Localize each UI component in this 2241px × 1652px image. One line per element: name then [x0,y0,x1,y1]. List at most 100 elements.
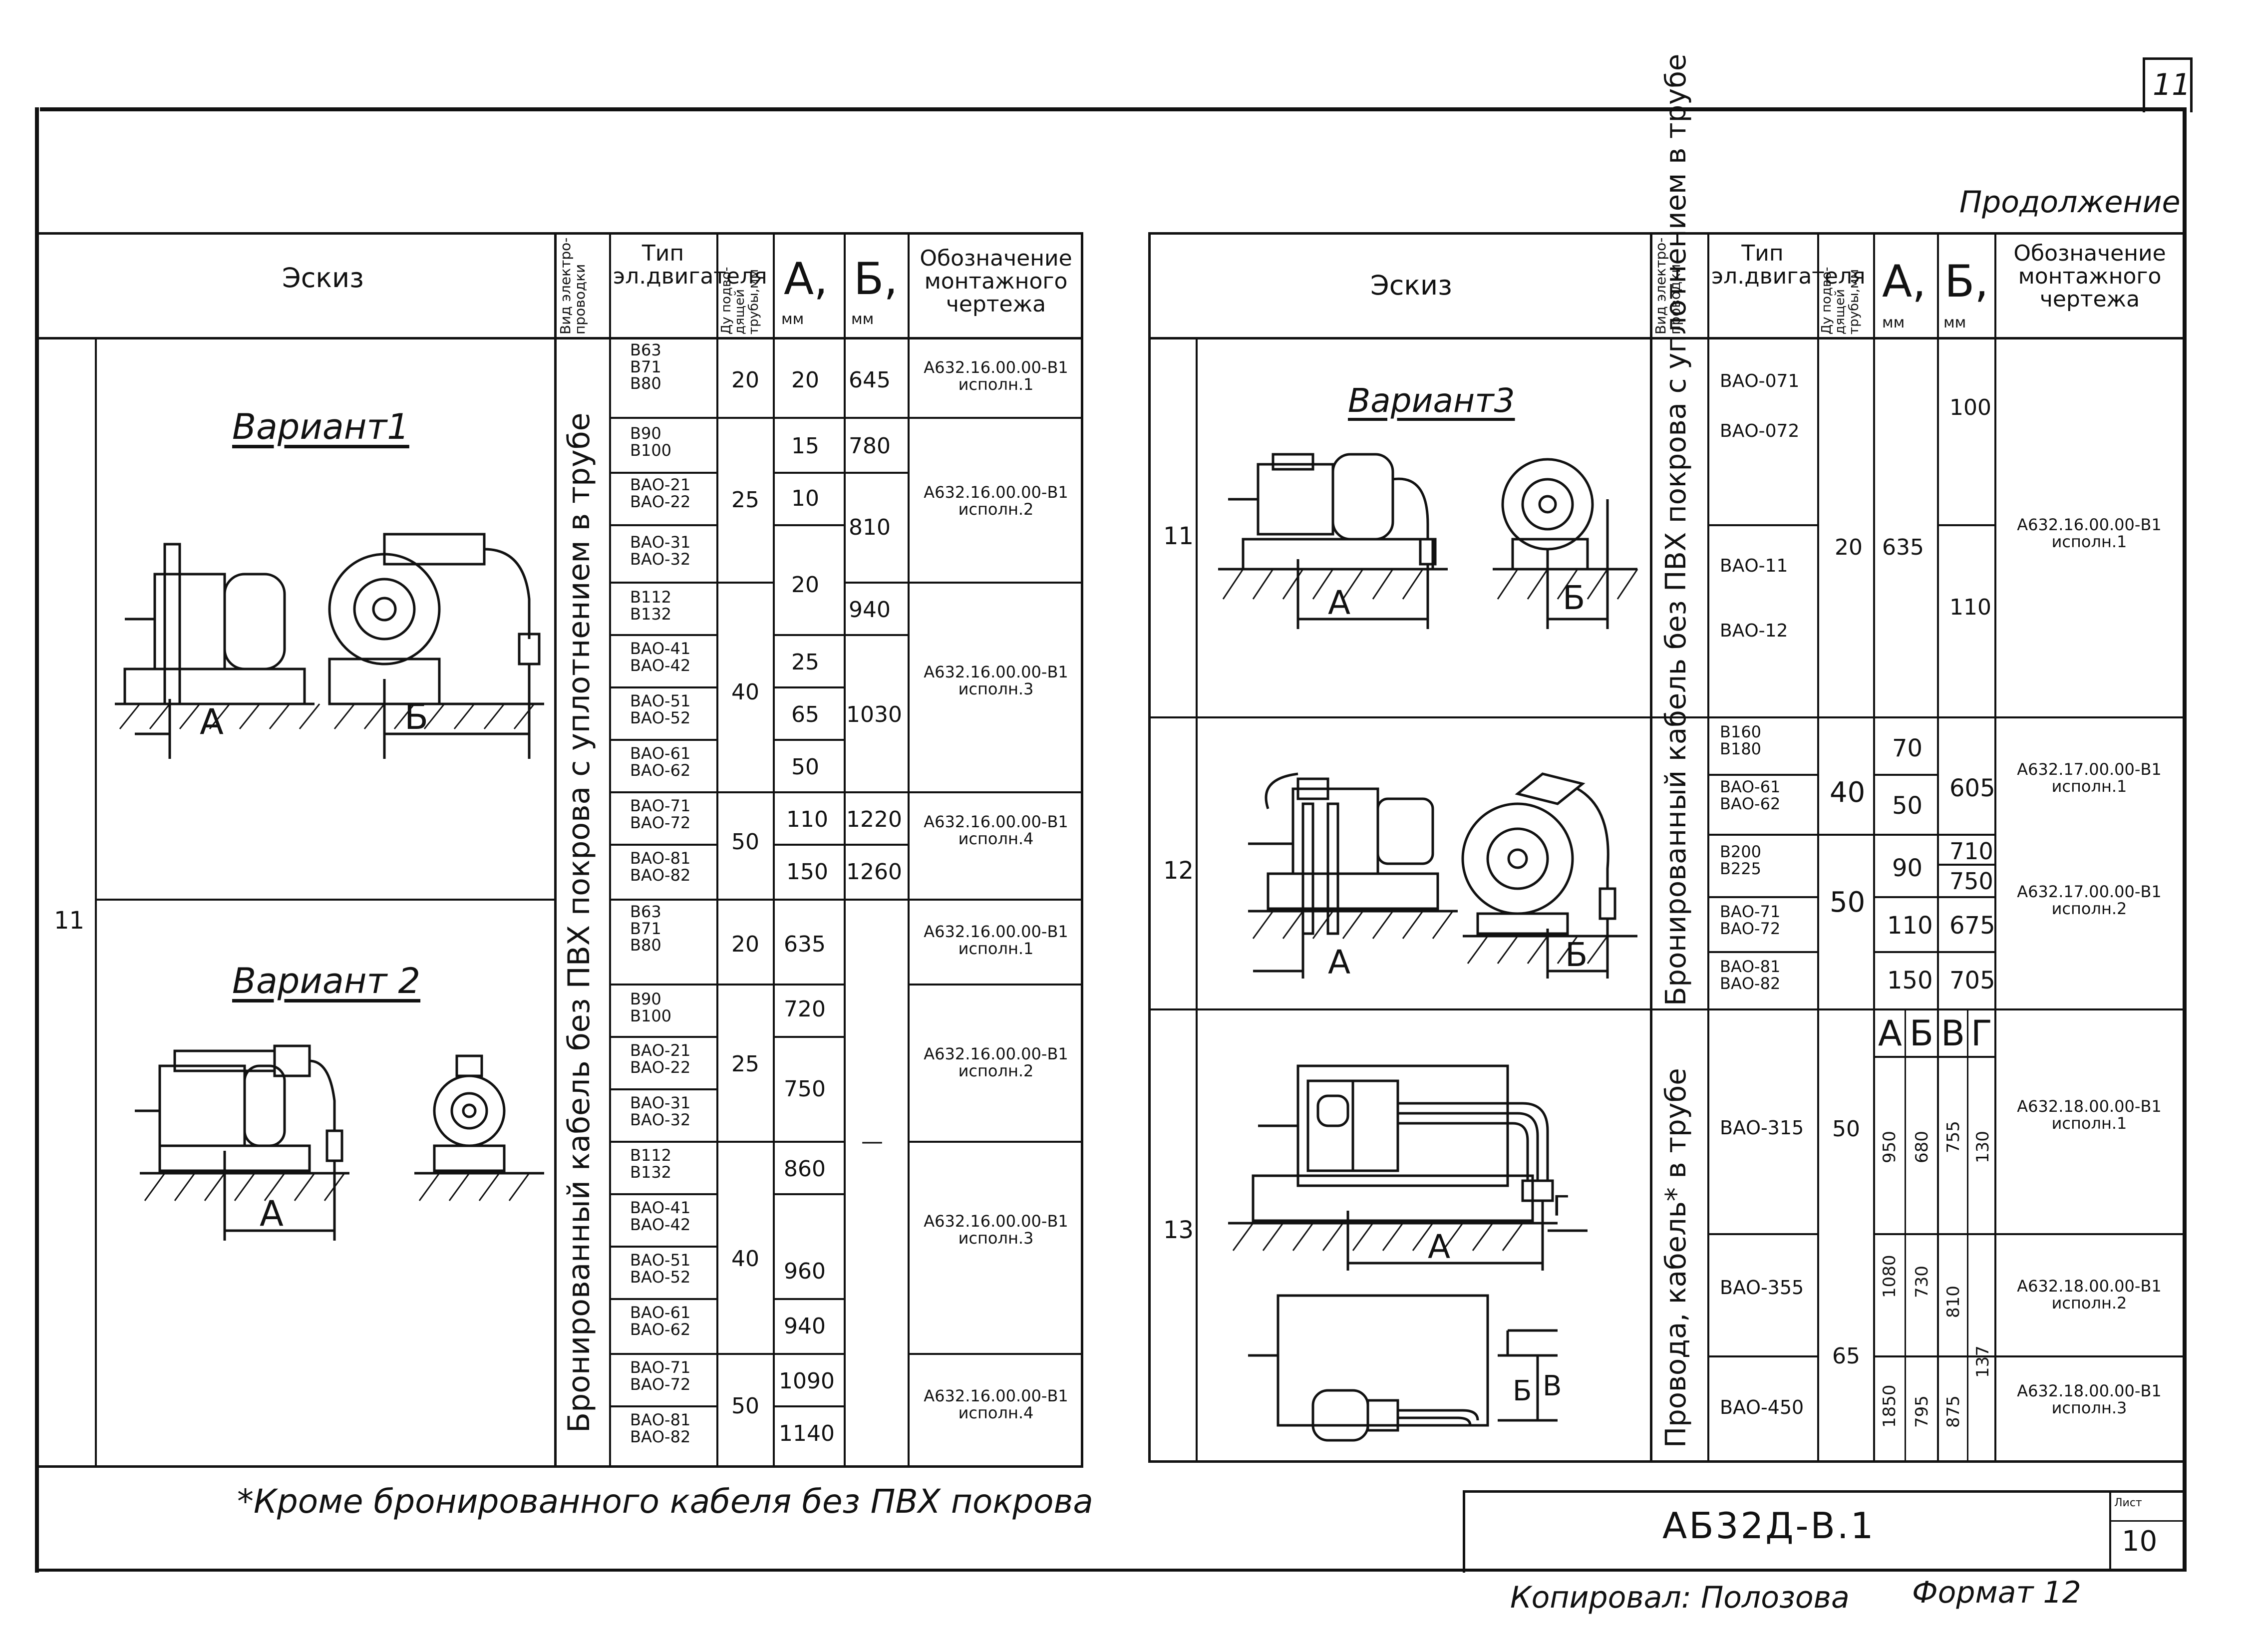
r13-drawing-3: А632.18.00.00-В1 исполн.3 [2017,1381,2162,1417]
r12-motor-5: ВАО-81 ВАО-82 [1720,957,1781,993]
right-row-12-number: 12 [1163,857,1194,885]
v2-a-7: 960 [784,1259,826,1284]
v1-a-8: 50 [791,754,819,780]
v1-b-1: 645 [849,367,891,393]
variant1-title: Вариант1 [232,406,409,447]
v1-b-810: 810 [849,515,891,540]
dim-b-v3: Б [1563,579,1585,617]
r13-v3-b: 795 [1912,1395,1932,1428]
variant2-sketch: А [135,1044,544,1241]
v1-motor-5: В112 В132 [630,588,672,624]
copied-by: Копировал: Полозова [1510,1580,1850,1615]
v2-motor-9: ВАО-71 ВАО-72 [630,1358,691,1394]
v2-motor-2: В90 В100 [630,990,672,1025]
doc-code: АБ32Д-В.1 [1662,1505,1876,1547]
right-header-b: Б, [1944,256,1989,307]
v1-a-7: 65 [791,702,819,727]
v2-dn-1: 20 [731,932,759,957]
v1-motor-6: ВАО-41 ВАО-42 [630,639,691,675]
r12-drawing-2: А632.17.00.00-В1 исполн.2 [2017,882,2162,918]
dim-a-v3: А [1328,584,1350,622]
v2-drawing-2: А632.16.00.00-В1 исполн.2 [924,1044,1068,1080]
r13-drawing-1: А632.18.00.00-В1 исполн.1 [2017,1097,2162,1133]
v1-dn-2: 25 [731,487,759,513]
right-row-11-number: 11 [1163,522,1194,550]
r11-motor-4: ВАО-12 [1720,621,1788,641]
dim-a-r13: А [1428,1228,1450,1266]
v2-dn-3: 40 [731,1246,759,1272]
r12-a-5: 150 [1887,967,1933,994]
left-header-drawing: Обозначение монтажного чертежа [920,246,1072,318]
left-header-wiring-type: Вид электро-проводки [557,237,589,334]
left-wiring-type: Бронированный кабель без ПВХ покрова с у… [562,412,597,1433]
r12-b-1: 605 [1949,774,1995,802]
row12-sketch: А Б [1248,772,1637,982]
r12-a-3: 90 [1892,854,1923,882]
left-header-sketch: Эскиз [282,262,364,294]
sheet-number: 10 [2122,1525,2158,1558]
v1-drawing-1: А632.16.00.00-В1 исполн.1 [924,358,1068,394]
v2-a-1: 635 [784,932,826,957]
v1-motor-9: ВАО-71 ВАО-72 [630,796,691,832]
left-header-b: Б, [854,253,898,305]
v1-b-10: 1260 [846,859,902,885]
r13-v2-b: 730 [1912,1266,1932,1298]
r13-v2-a: 1080 [1880,1255,1900,1298]
row13-sketch: Г А Б В [1228,1064,1588,1442]
r13-v1-v: 755 [1943,1121,1963,1153]
r13-v2-v: 810 [1943,1286,1963,1318]
v1-drawing-4: А632.16.00.00-В1 исполн.4 [924,812,1068,848]
v2-a-10: 1140 [779,1421,835,1446]
v2-motor-4: ВАО-31 ВАО-32 [630,1093,691,1129]
r12-b-3: 750 [1949,868,1993,895]
r12-b-5: 705 [1949,967,1995,994]
v1-b-5: 940 [849,597,891,623]
format: Формат 12 [1912,1575,2081,1610]
right-header-drawing: Обозначение монтажного чертежа [2013,241,2166,313]
right-header-a: А, [1882,256,1926,307]
v1-motor-8: ВАО-61 ВАО-62 [630,744,691,780]
variant1-sketch: А Б [115,533,544,759]
r11-dn: 20 [1835,535,1863,560]
v1-motor-4: ВАО-31 ВАО-32 [630,533,691,569]
r12-a-2: 50 [1892,792,1923,820]
r11-drawing: А632.16.00.00-В1 исполн.1 [2017,515,2162,551]
v2-a-2: 720 [784,996,826,1022]
r13-subheader-b: Б [1910,1013,1934,1054]
r11-b-1: 100 [1949,395,1991,420]
v1-a-1: 20 [791,367,819,393]
right-wiring-type-1: Бронированный кабель без ПВХ покрова с у… [1660,53,1692,1006]
r13-v1-a: 950 [1880,1131,1900,1163]
r11-motor-2: ВАО-072 [1720,421,1800,441]
r12-a-1: 70 [1892,734,1923,762]
r12-a-4: 110 [1887,912,1933,940]
corner-number-box [2143,57,2193,112]
r12-motor-2: ВАО-61 ВАО-62 [1720,777,1781,813]
r11-a: 635 [1882,535,1924,560]
v2-dn-4: 50 [731,1393,759,1419]
left-header-a-unit: мм [781,311,804,328]
right-header-motor-type: Тип эл.двигателя [1711,241,1866,290]
r13-motor-2: ВАО-355 [1720,1277,1804,1299]
v2-a-3: 750 [784,1076,826,1102]
r13-motor-3: ВАО-450 [1720,1396,1804,1418]
dim-a-v2: А [260,1193,284,1234]
v1-b-7: 1030 [846,702,902,727]
v2-a-8: 940 [784,1314,826,1339]
r13-dn-2: 65 [1832,1343,1860,1369]
footnote: *Кроме бронированного кабеля без ПВХ пок… [237,1482,1093,1521]
r13-v1-g: 130 [1973,1131,1993,1163]
right-header-pipe-dn: Ду подво-дящей трубы,мм [1819,267,1862,334]
v1-a-9: 110 [786,807,828,832]
right-row-13-number: 13 [1163,1216,1194,1244]
left-header-a: А, [784,253,828,305]
title-block [1463,1490,2185,1573]
r13-drawing-2: А632.18.00.00-В1 исполн.2 [2017,1277,2162,1313]
r12-dn-2: 50 [1830,886,1866,919]
r12-motor-3: В200 В225 [1720,842,1762,878]
v2-motor-1: В63 В71 В80 [630,902,661,955]
v2-motor-3: ВАО-21 ВАО-22 [630,1041,691,1077]
v1-drawing-2: А632.16.00.00-В1 исполн.2 [924,483,1068,519]
right-header-b-unit: мм [1943,314,1966,331]
